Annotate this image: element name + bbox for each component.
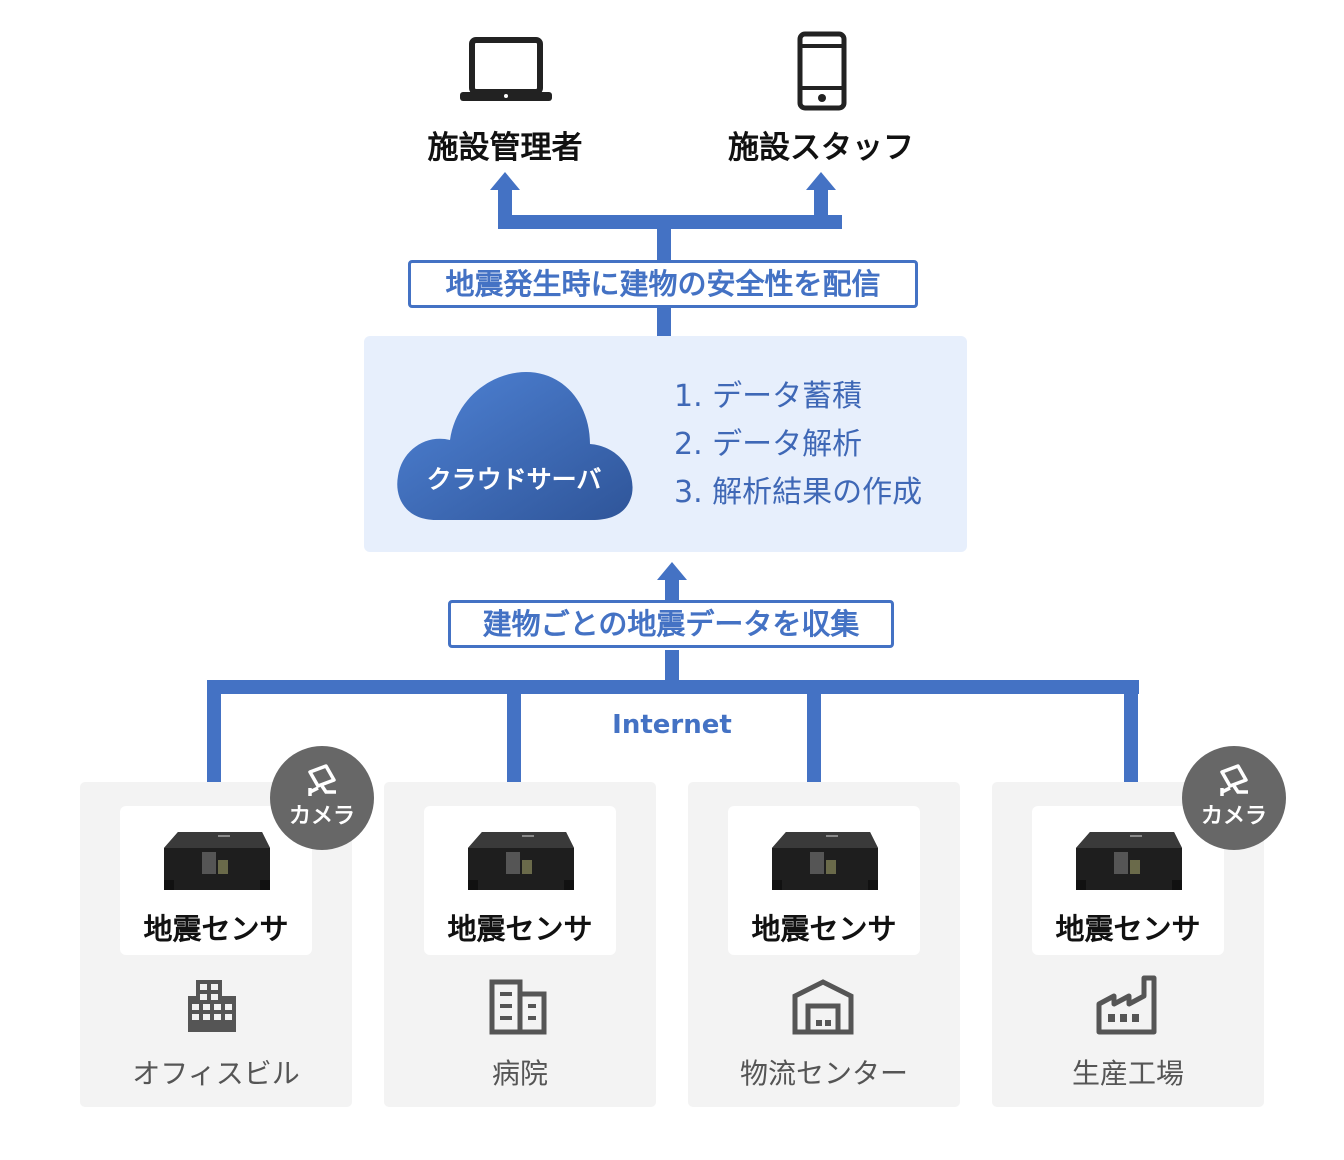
building-label: オフィスビル (132, 1057, 300, 1090)
building-label: 物流センター (739, 1057, 908, 1090)
sensor-card: 地震センサ (728, 806, 920, 955)
office-building-icon (188, 980, 236, 1032)
camera-label: カメラ (1200, 804, 1267, 829)
sensor-label: 地震センサ (143, 912, 289, 946)
camera-label: カメラ (288, 804, 355, 829)
factory-icon (1096, 975, 1157, 1035)
smartphone-icon (797, 31, 847, 111)
recipient-manager-label: 施設管理者 (427, 130, 583, 166)
sensor-card: 地震センサ (120, 806, 312, 955)
site-card-warehouse: 地震センサ 物流センター (688, 782, 960, 1107)
sensor-label: 地震センサ (447, 912, 593, 946)
process-steps: 1. データ蓄積 2. データ解析 3. 解析結果の作成 (674, 376, 922, 520)
sensor-label: 地震センサ (1055, 912, 1201, 946)
security-camera-icon (1220, 764, 1248, 796)
sensor-label: 地震センサ (751, 912, 897, 946)
collect-label: 建物ごとの地震データを収集 (448, 600, 894, 648)
cloud-icon (397, 372, 633, 520)
process-step: 3. 解析結果の作成 (674, 475, 923, 510)
sensor-card: 地震センサ (1032, 806, 1224, 955)
building-label: 生産工場 (1071, 1057, 1184, 1090)
laptop-icon (460, 37, 552, 101)
warehouse-icon (792, 979, 854, 1035)
security-camera-icon (308, 764, 336, 796)
site-card-office: 地震センサ オフィスビル (80, 782, 352, 1107)
camera-badge: カメラ (1182, 746, 1286, 850)
seismic-sensor-device (772, 832, 878, 890)
hospital-building-icon (489, 979, 547, 1035)
process-step: 2. データ解析 (674, 427, 863, 462)
recipient-staff-label: 施設スタッフ (728, 130, 914, 166)
network-label: Internet (612, 710, 732, 740)
seismic-sensor-device (1076, 832, 1182, 890)
site-card-hospital: 地震センサ 病院 (384, 782, 656, 1107)
building-label: 病院 (491, 1057, 548, 1090)
sensor-card: 地震センサ (424, 806, 616, 955)
seismic-sensor-device (468, 832, 574, 890)
camera-badge: カメラ (270, 746, 374, 850)
seismic-sensor-device (164, 832, 270, 890)
process-step: 1. データ蓄積 (674, 379, 863, 414)
delivery-label: 地震発生時に建物の安全性を配信 (408, 260, 918, 308)
cloud-label: クラウドサーバ (426, 465, 602, 494)
